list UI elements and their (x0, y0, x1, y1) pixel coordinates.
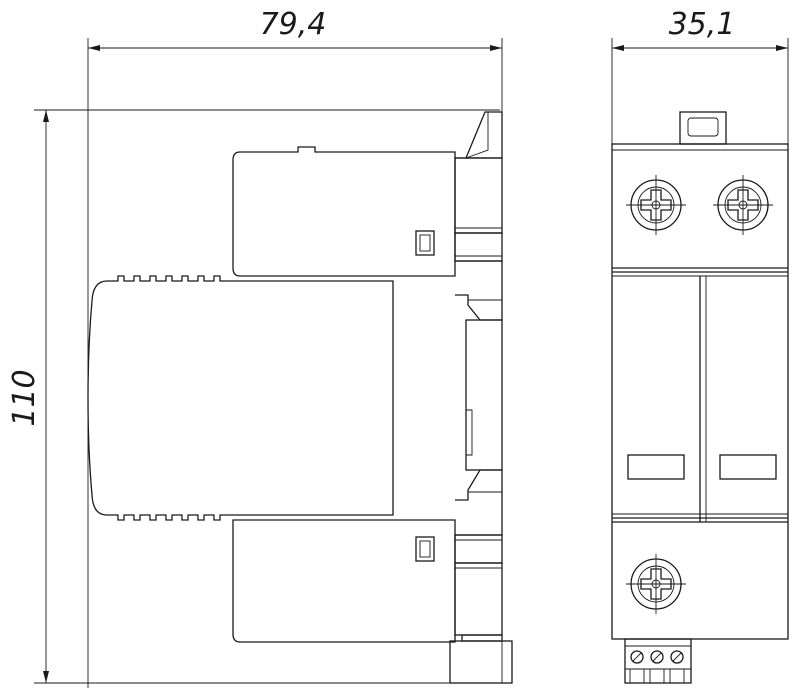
screw-terminal-bottom (626, 554, 686, 614)
dimension-side-width: 79,4 (87, 7, 503, 688)
base-rail-upper-jaw (455, 260, 503, 321)
base-top-hook-detail (465, 112, 489, 159)
remote-signal-connector (624, 638, 692, 684)
dimension-label-front-width: 35,1 (669, 7, 736, 42)
status-window-right (719, 454, 777, 480)
front-housing (611, 143, 789, 640)
din-rail-channel (465, 319, 503, 471)
indicator-window-upper (415, 230, 435, 256)
main-body (87, 275, 394, 521)
base-lower-clip (454, 534, 503, 564)
screw-terminal-top-left (626, 175, 686, 235)
dimension-label-height: 110 (7, 369, 42, 426)
dimension-front-width: 35,1 (611, 7, 789, 145)
base-upper-clip (454, 232, 503, 262)
base-bottom-strip (461, 634, 503, 642)
rail-latch (466, 409, 473, 456)
side-view (87, 111, 513, 684)
top-clip-slot (687, 117, 719, 137)
dimension-height: 110 (7, 109, 500, 684)
base-bottom-foot (449, 640, 513, 684)
front-view (611, 111, 789, 684)
base-top-hook (455, 111, 503, 159)
base-upper-section (454, 157, 503, 234)
indicator-window-lower (415, 536, 435, 562)
indicator-window-upper-inner (419, 234, 431, 252)
base-lower-section (454, 562, 503, 636)
lower-terminal-block (232, 519, 456, 643)
upper-terminal-block (232, 146, 456, 277)
base-rail-lower-jaw (455, 469, 503, 536)
status-window-left (627, 454, 685, 480)
dimension-label-side-width: 79,4 (260, 7, 327, 42)
screw-terminal-top-right (713, 175, 773, 235)
indicator-window-lower-inner (419, 540, 431, 558)
top-clip-tab (679, 111, 727, 145)
